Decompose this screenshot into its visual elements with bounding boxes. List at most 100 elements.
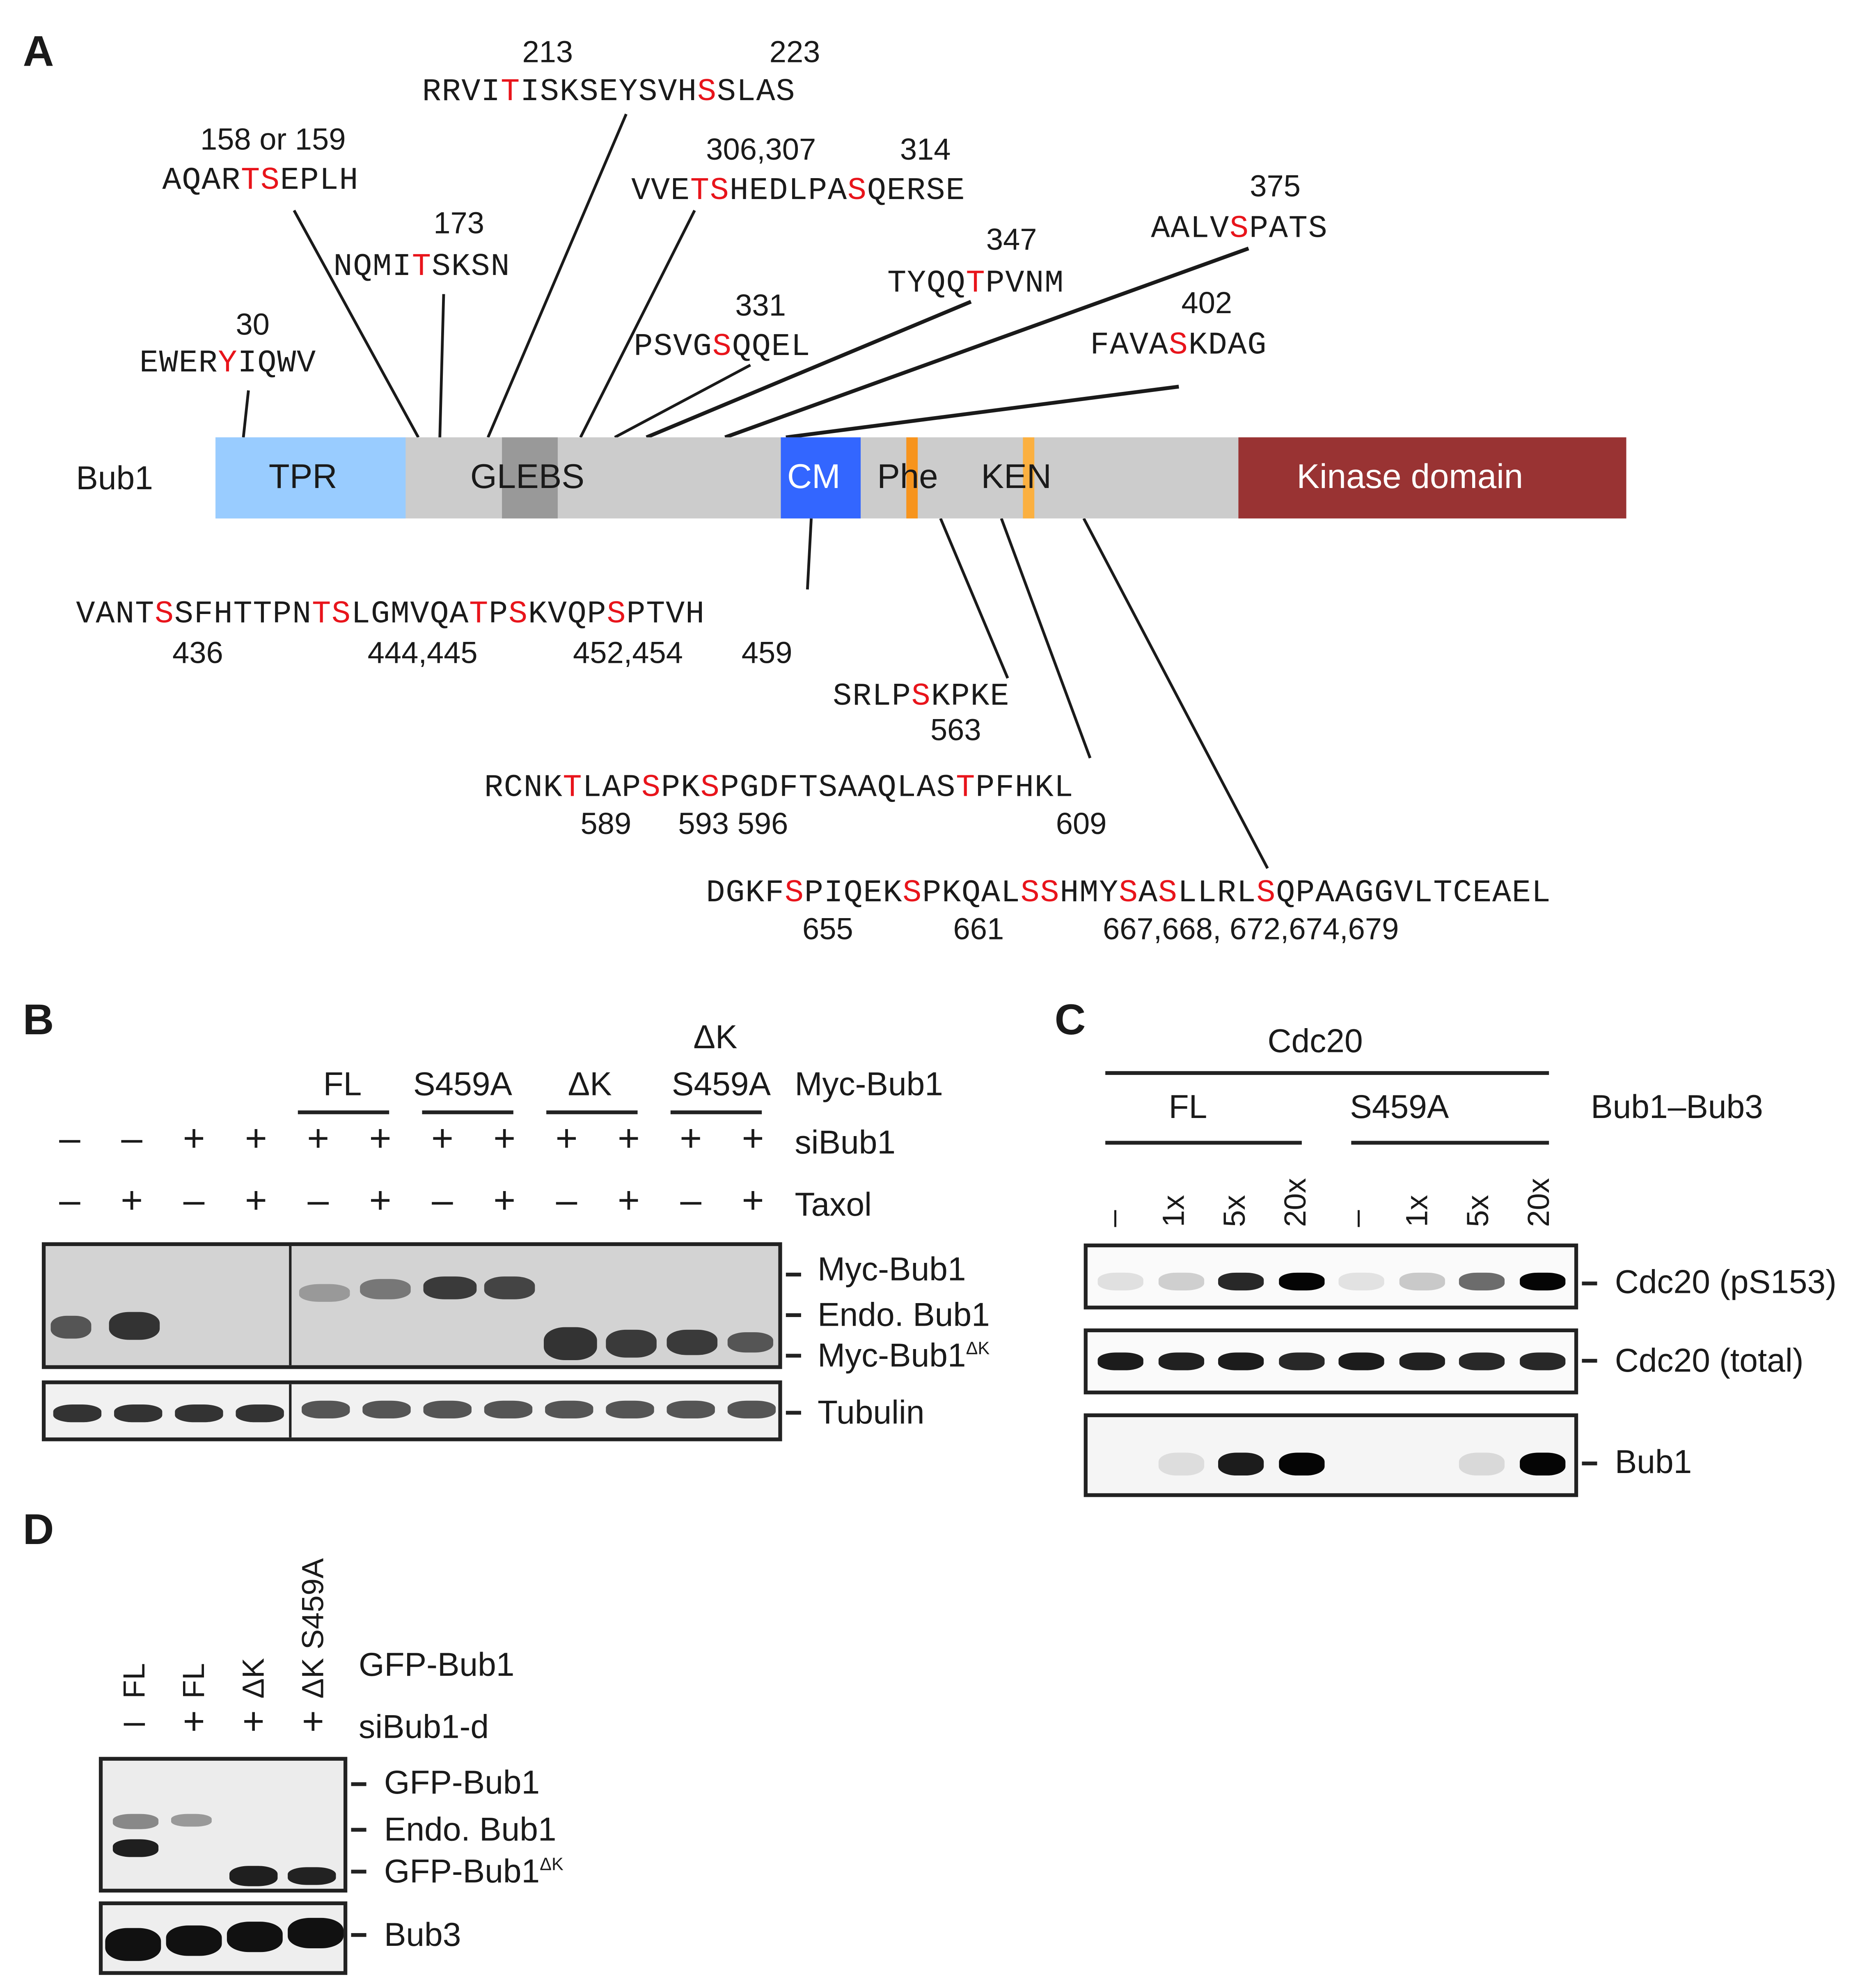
sequence-segment: LLRL: [1177, 875, 1257, 912]
band: [360, 1279, 411, 1299]
site-number: 402: [1181, 286, 1232, 321]
lane-label: 1x: [1157, 1195, 1192, 1227]
marker-tick: [786, 1272, 801, 1277]
group-bar: [1351, 1141, 1549, 1145]
row-label-gfp-bub1: GFP-Bub1: [359, 1645, 515, 1684]
group-bar: [1105, 1071, 1549, 1075]
band-label-tubulin: Tubulin: [818, 1393, 925, 1431]
band: [227, 1922, 283, 1952]
sequence-segment: PKQAL: [922, 875, 1021, 912]
site-number: 459: [741, 636, 793, 671]
marker-tick: [351, 1828, 366, 1832]
sequence-segment: KPKE: [931, 678, 1010, 715]
blot-cdc20-ps153: [1083, 1243, 1578, 1310]
site-sequence: AQARTSEPLH: [162, 162, 359, 199]
site-number: 173: [433, 206, 484, 241]
site-sequence-655-679: DGKFSPIQEKSPKQALSSHMYSASLLRLSQPAAGGVLTCE…: [706, 875, 1551, 912]
phospho-site-residue: S: [154, 596, 174, 633]
site-number: 444,445: [367, 636, 478, 671]
site-number: 158 or 159: [200, 123, 346, 157]
sequence-segment: PTVH: [626, 596, 705, 633]
connector-655-679: [1082, 518, 1269, 869]
sequence-segment: LAP: [582, 769, 641, 806]
construct-label-s459a: S459A: [413, 1065, 512, 1103]
site-sequence: VVETSHEDLPASQERSE: [631, 172, 966, 209]
phospho-site-residue: TS: [312, 596, 351, 633]
site-sequence: EWERYIQWV: [139, 345, 316, 382]
band: [288, 1918, 344, 1949]
construct-label-fl: FL: [323, 1065, 362, 1103]
marker-tick: [351, 1869, 366, 1874]
sibub1-sign: –: [59, 1118, 80, 1160]
connector-158: [293, 210, 420, 438]
site-number: 436: [172, 636, 223, 671]
site-number: 593 596: [678, 807, 788, 842]
sibub1-sign: +: [369, 1118, 392, 1160]
band: [229, 1866, 278, 1886]
band: [175, 1404, 223, 1423]
site-number: 314: [900, 133, 951, 167]
sequence-segment: PGDFTSAAQLAS: [720, 769, 956, 806]
phospho-site-residue: S: [607, 596, 627, 633]
site-sequence: TYQQTPVNM: [887, 265, 1064, 302]
marker-tick: [1582, 1462, 1597, 1466]
band: [1519, 1352, 1565, 1370]
band: [727, 1332, 773, 1353]
taxol-sign: +: [617, 1180, 640, 1222]
connector-331: [614, 364, 751, 439]
band: [1459, 1272, 1505, 1291]
site-sequence-563: SRLPSKPKE: [833, 678, 1010, 715]
domain-label-cm: CM: [787, 457, 841, 496]
group-bar: [670, 1110, 762, 1114]
sequence-segment: RCNK: [484, 769, 563, 806]
site-sequence: AALVSPATS: [1151, 210, 1328, 247]
row-label-myc-bub1: Myc-Bub1: [795, 1065, 943, 1103]
band: [105, 1928, 161, 1961]
lane-label: 5x: [1461, 1195, 1496, 1227]
sibub1d-sign: +: [183, 1701, 205, 1743]
band: [1218, 1352, 1264, 1370]
blot-splice-line: [289, 1246, 292, 1365]
taxol-sign: +: [742, 1180, 764, 1222]
band: [1158, 1352, 1204, 1370]
panel-c-label: C: [1054, 996, 1086, 1045]
band-label-cdc20-total: Cdc20 (total): [1615, 1341, 1804, 1379]
band: [1459, 1452, 1505, 1476]
band: [1519, 1272, 1565, 1291]
sibub1-sign: –: [121, 1118, 142, 1160]
sibub1-sign: +: [617, 1118, 640, 1160]
sibub1-sign: +: [493, 1118, 516, 1160]
construct-label-dk-top: ΔK: [693, 1018, 738, 1056]
lane-label: –: [1096, 1210, 1131, 1227]
band: [362, 1400, 411, 1419]
marker-tick: [786, 1313, 801, 1317]
band: [1399, 1352, 1445, 1370]
sequence-segment: KVQP: [528, 596, 607, 633]
band: [114, 1404, 163, 1423]
marker-tick: [351, 1782, 366, 1786]
row-label-sibub1d: siBub1-d: [359, 1707, 489, 1746]
taxol-sign: +: [121, 1180, 143, 1222]
band: [166, 1925, 222, 1956]
band: [1278, 1352, 1324, 1370]
connector-436-459: [806, 518, 813, 590]
blot-cdc20-total: [1083, 1328, 1578, 1395]
band: [112, 1814, 159, 1829]
domain-glebs: [502, 437, 558, 519]
phospho-site-residue: T: [563, 769, 583, 806]
sequence-segment: P: [488, 596, 509, 633]
connector-30: [242, 390, 250, 438]
site-sequence: PSVGSQQEL: [634, 328, 811, 365]
sequence-segment: LGMVQA: [351, 596, 470, 633]
row-label-sibub1: siBub1: [795, 1123, 896, 1162]
marker-tick: [351, 1933, 366, 1937]
band: [50, 1315, 92, 1339]
domain-label-phe: Phe: [877, 457, 938, 496]
band: [667, 1400, 715, 1419]
domain-tpr: [215, 437, 406, 519]
domain-kinase: [1238, 437, 1626, 519]
site-sequence-436-459: VANTSSFHTTPNTSLGMVQATPSKVQPSPTVH: [76, 596, 705, 633]
phospho-site-residue: S: [700, 769, 720, 806]
taxol-sign: –: [183, 1180, 205, 1222]
